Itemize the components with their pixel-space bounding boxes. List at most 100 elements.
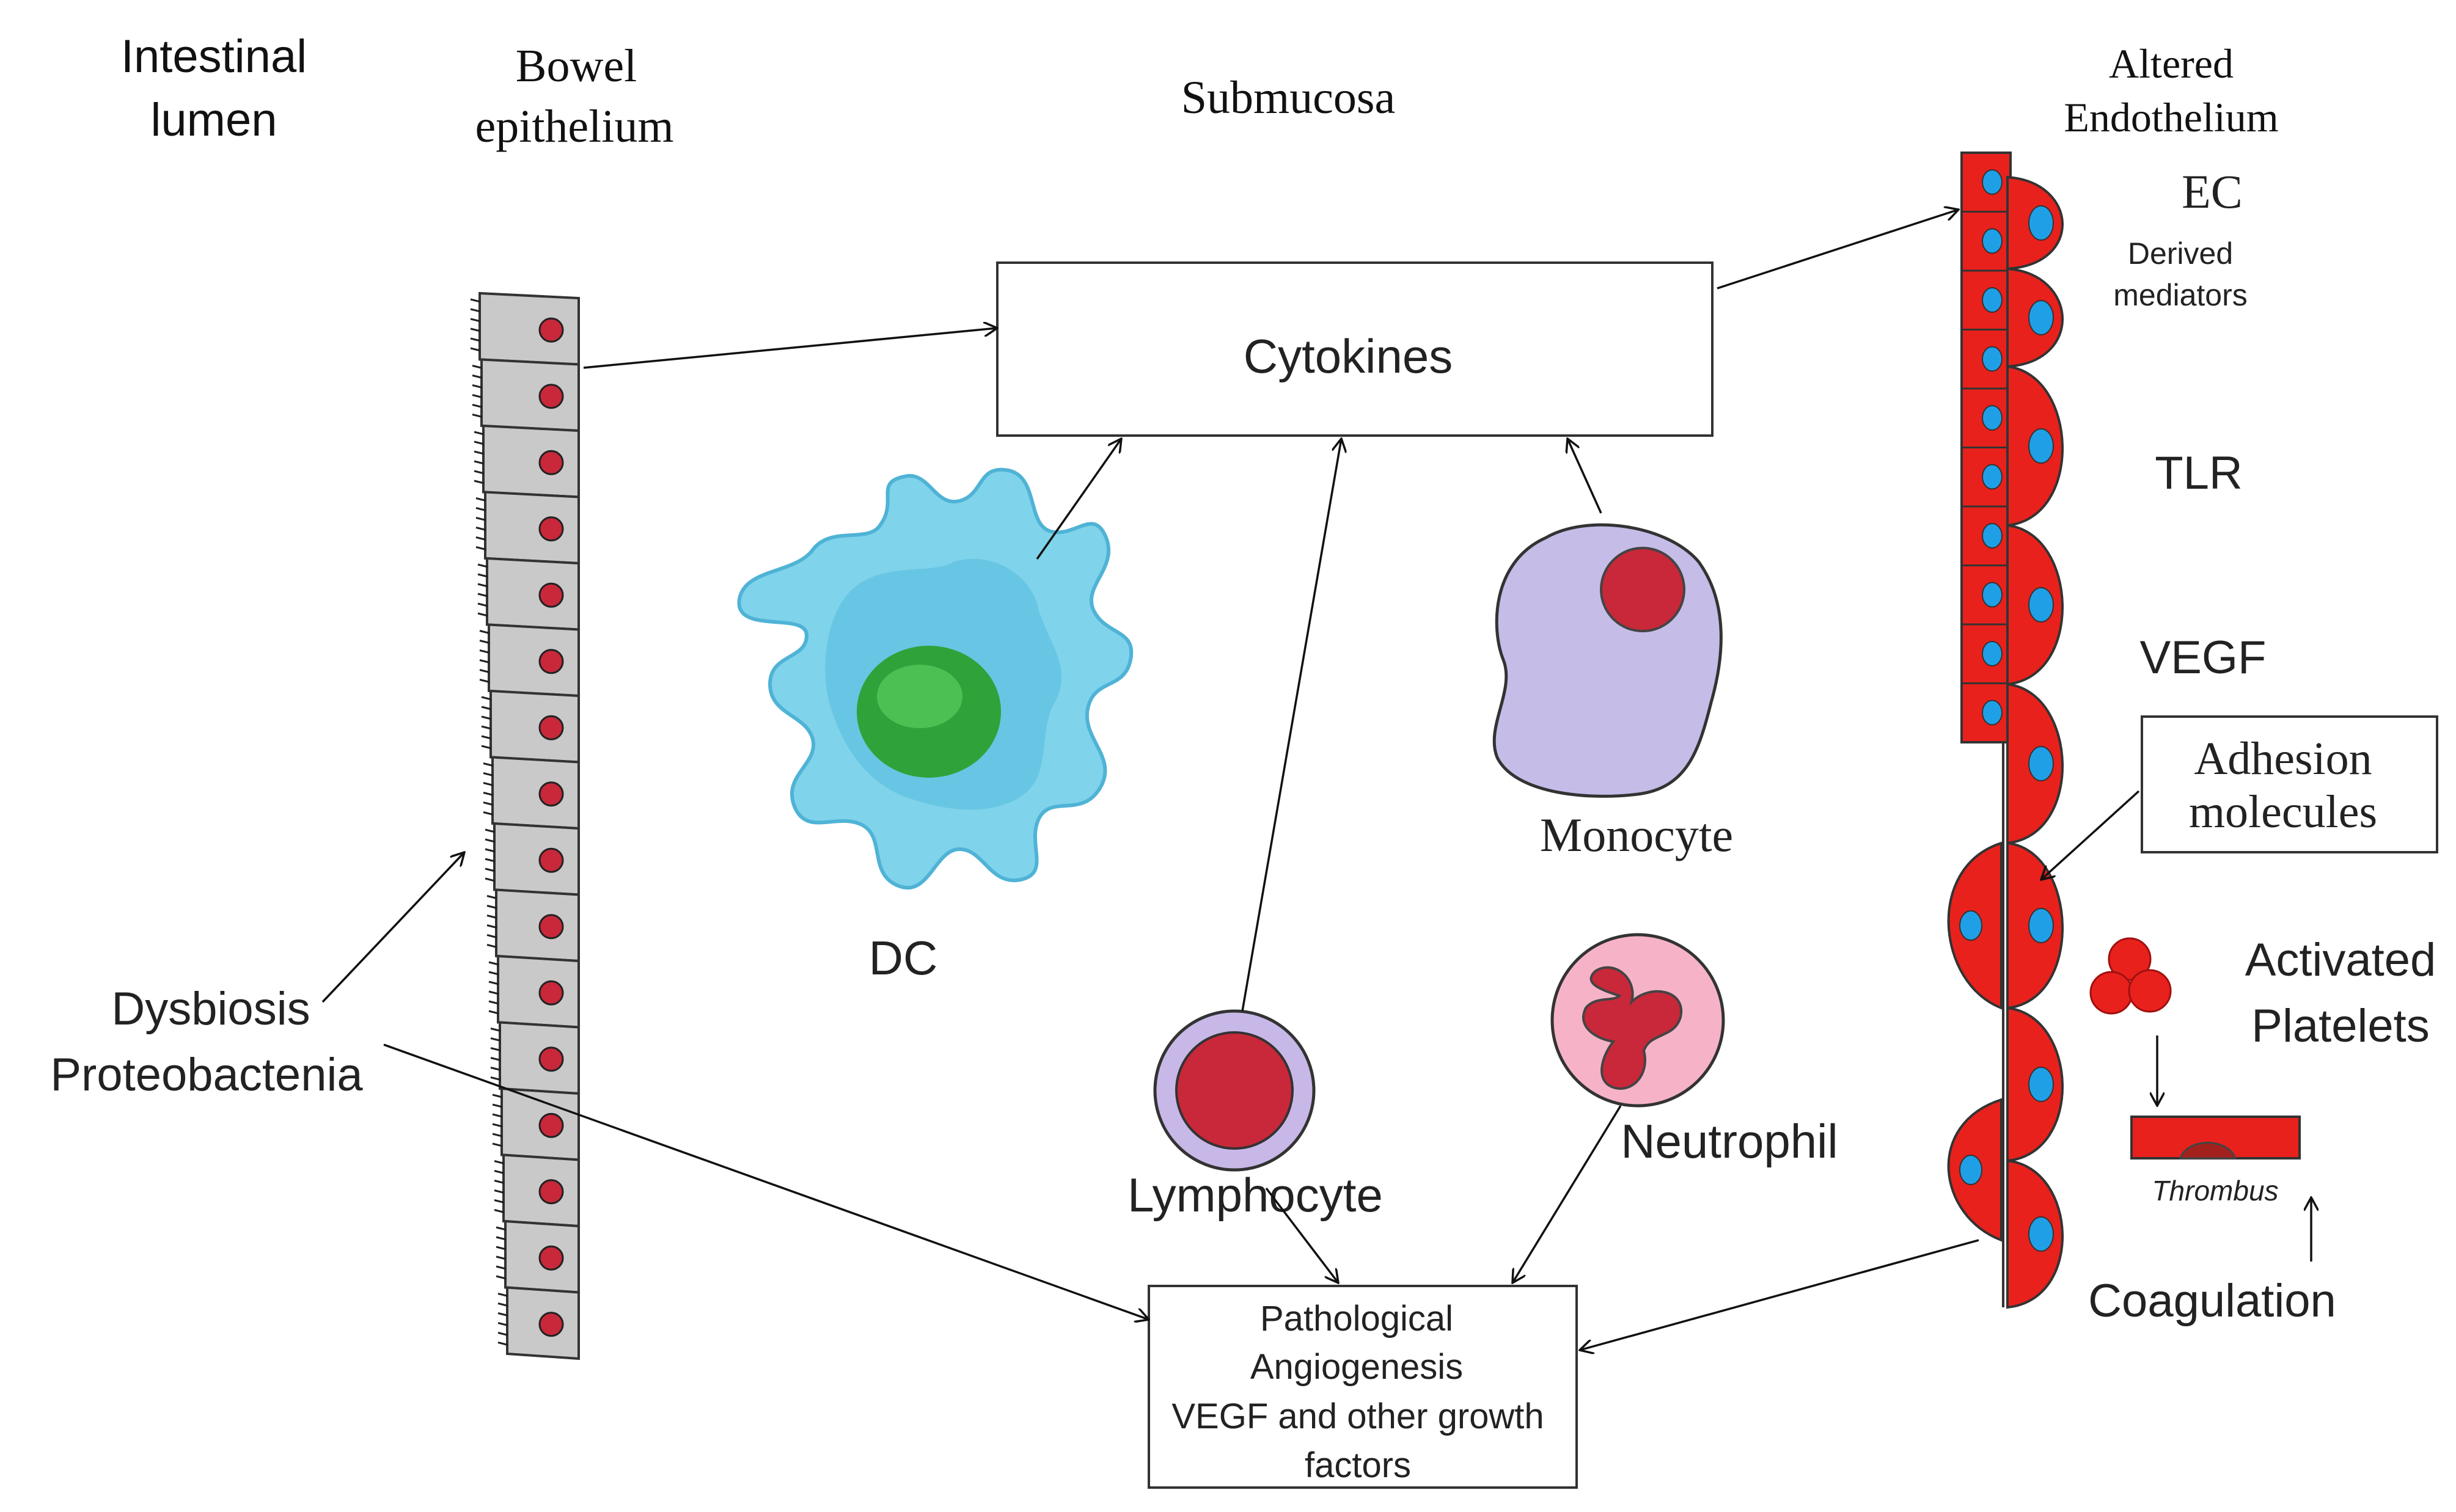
brush-border-microvilli [494,1170,505,1174]
brush-border-microvilli [477,612,488,617]
dendritic-cell-icon [737,467,1134,889]
brush-border-microvilli [477,583,488,588]
brush-border-microvilli [496,1236,507,1241]
brush-border-microvilli [477,563,488,568]
brush-border-microvilli [492,1094,503,1098]
endothelial-nucleus [2028,1216,2054,1252]
arrow-endothelium-to-angiogenesis [1580,1239,1979,1350]
epithelial-cell [489,689,580,764]
brush-border-microvilli [483,802,494,806]
brush-border-microvilli [494,1180,505,1184]
brush-border-microvilli [483,772,494,776]
endothelial-nucleus [1982,346,2003,372]
adhesion-molecules-box [2141,715,2438,853]
brush-border-microvilli [486,895,497,899]
brush-border-microvilli [481,735,492,740]
epithelial-cell [478,291,580,366]
brush-border-microvilli [497,1312,508,1317]
endothelial-nucleus [1982,641,2003,667]
header-intestinal-lumen-line1: Intestinal [121,31,307,82]
brush-border-microvilli [475,517,486,521]
brush-border-microvilli [488,1000,499,1005]
brush-border-microvilli [497,1293,508,1297]
neutrophil-icon [1550,933,1725,1108]
adhesion-molecules-line1: Adhesion [2194,733,2372,784]
brush-border-microvilli [494,1199,505,1203]
arrow-cytokines-to-endothelium [1717,210,1959,290]
header-submucosa: Submucosa [1181,72,1395,123]
platelets-icon [2089,937,2172,1015]
brush-border-microvilli [488,1010,499,1015]
brush-border-microvilli [481,715,492,720]
epithelial-nucleus [538,384,564,409]
thrombus-label: Thrombus [2152,1175,2278,1207]
brush-border-microvilli [470,347,481,352]
brush-border-microvilli [486,924,497,929]
endothelial-nucleus [1982,228,2003,254]
endothelial-nucleus [2028,587,2054,623]
brush-border-microvilli [483,782,494,786]
brush-border-microvilli [488,990,499,995]
endothelial-nucleus [1959,910,1982,941]
arrow-dc-to-cytokines [1036,439,1121,560]
header-intestinal-lumen-line2: lumen [151,94,277,146]
brush-border-microvilli [474,440,485,445]
epithelial-nucleus [538,582,564,608]
endothelial-nucleus [1982,523,2003,549]
brush-border-microvilli [486,944,497,948]
dysbiosis-label: Dysbiosis [111,983,310,1035]
brush-border-microvilli [486,915,497,919]
brush-border-microvilli [492,1133,503,1138]
altered-endothelium-layer [1947,152,2064,1309]
epithelial-cell [480,358,580,433]
epithelial-nucleus [538,1245,564,1271]
brush-border-microvilli [479,659,490,663]
brush-border-microvilli [485,877,496,882]
epithelial-nucleus [538,1179,564,1205]
brush-border-microvilli [472,374,483,379]
epithelial-nucleus [538,450,564,475]
brush-border-microvilli [494,1189,505,1194]
brush-border-microvilli [472,384,483,389]
epithelial-cell [493,822,580,896]
brush-border-microvilli [488,971,499,976]
endothelial-nucleus [1982,287,2003,313]
brush-border-microvilli [492,1142,503,1147]
endothelial-nucleus [1982,464,2003,490]
epithelial-cell [491,756,580,830]
epithelial-cell [482,424,580,499]
monocyte-icon [1492,523,1723,798]
brush-border-microvilli [496,1226,507,1231]
tlr-label: TLR [2155,447,2243,499]
arrows [321,210,2311,1350]
brush-border-microvilli [479,640,490,644]
header-bowel-epithelium-line2: epithelium [475,101,673,152]
brush-border-microvilli [474,460,485,465]
brush-border-microvilli [497,1332,508,1336]
brush-border-microvilli [472,414,483,418]
arrow-neutrophil-to-angiogenesis [1512,1105,1622,1283]
activated-platelets-line2: Platelets [2251,1000,2430,1052]
brush-border-microvilli [477,573,488,578]
endothelial-nucleus [1982,582,2003,608]
brush-border-microvilli [497,1342,508,1346]
brush-border-microvilli [477,593,488,597]
epithelial-nucleus [538,317,564,343]
header-altered-endothelium-line2: Endothelium [2064,94,2278,141]
brush-border-microvilli [486,934,497,938]
angiogenesis-line3: VEGF and other growth [1171,1397,1544,1436]
arrow-monocyte-to-cytokines [1567,439,1602,514]
endothelial-nucleus [2028,428,2054,464]
header-altered-endothelium-line1: Altered [2109,40,2234,87]
derived-mediators-line1: Derived [2128,236,2233,271]
angiogenesis-line4: factors [1305,1445,1411,1485]
arrow-lymphocyte-to-angiogenesis [1265,1187,1338,1283]
brush-border-microvilli [481,706,492,710]
brush-border-microvilli [496,1246,507,1251]
brush-border-microvilli [490,1047,501,1051]
brush-border-microvilli [485,858,496,863]
coagulation-label: Coagulation [2088,1275,2336,1327]
ec-label: EC [2182,165,2243,218]
brush-border-microvilli [470,298,481,303]
